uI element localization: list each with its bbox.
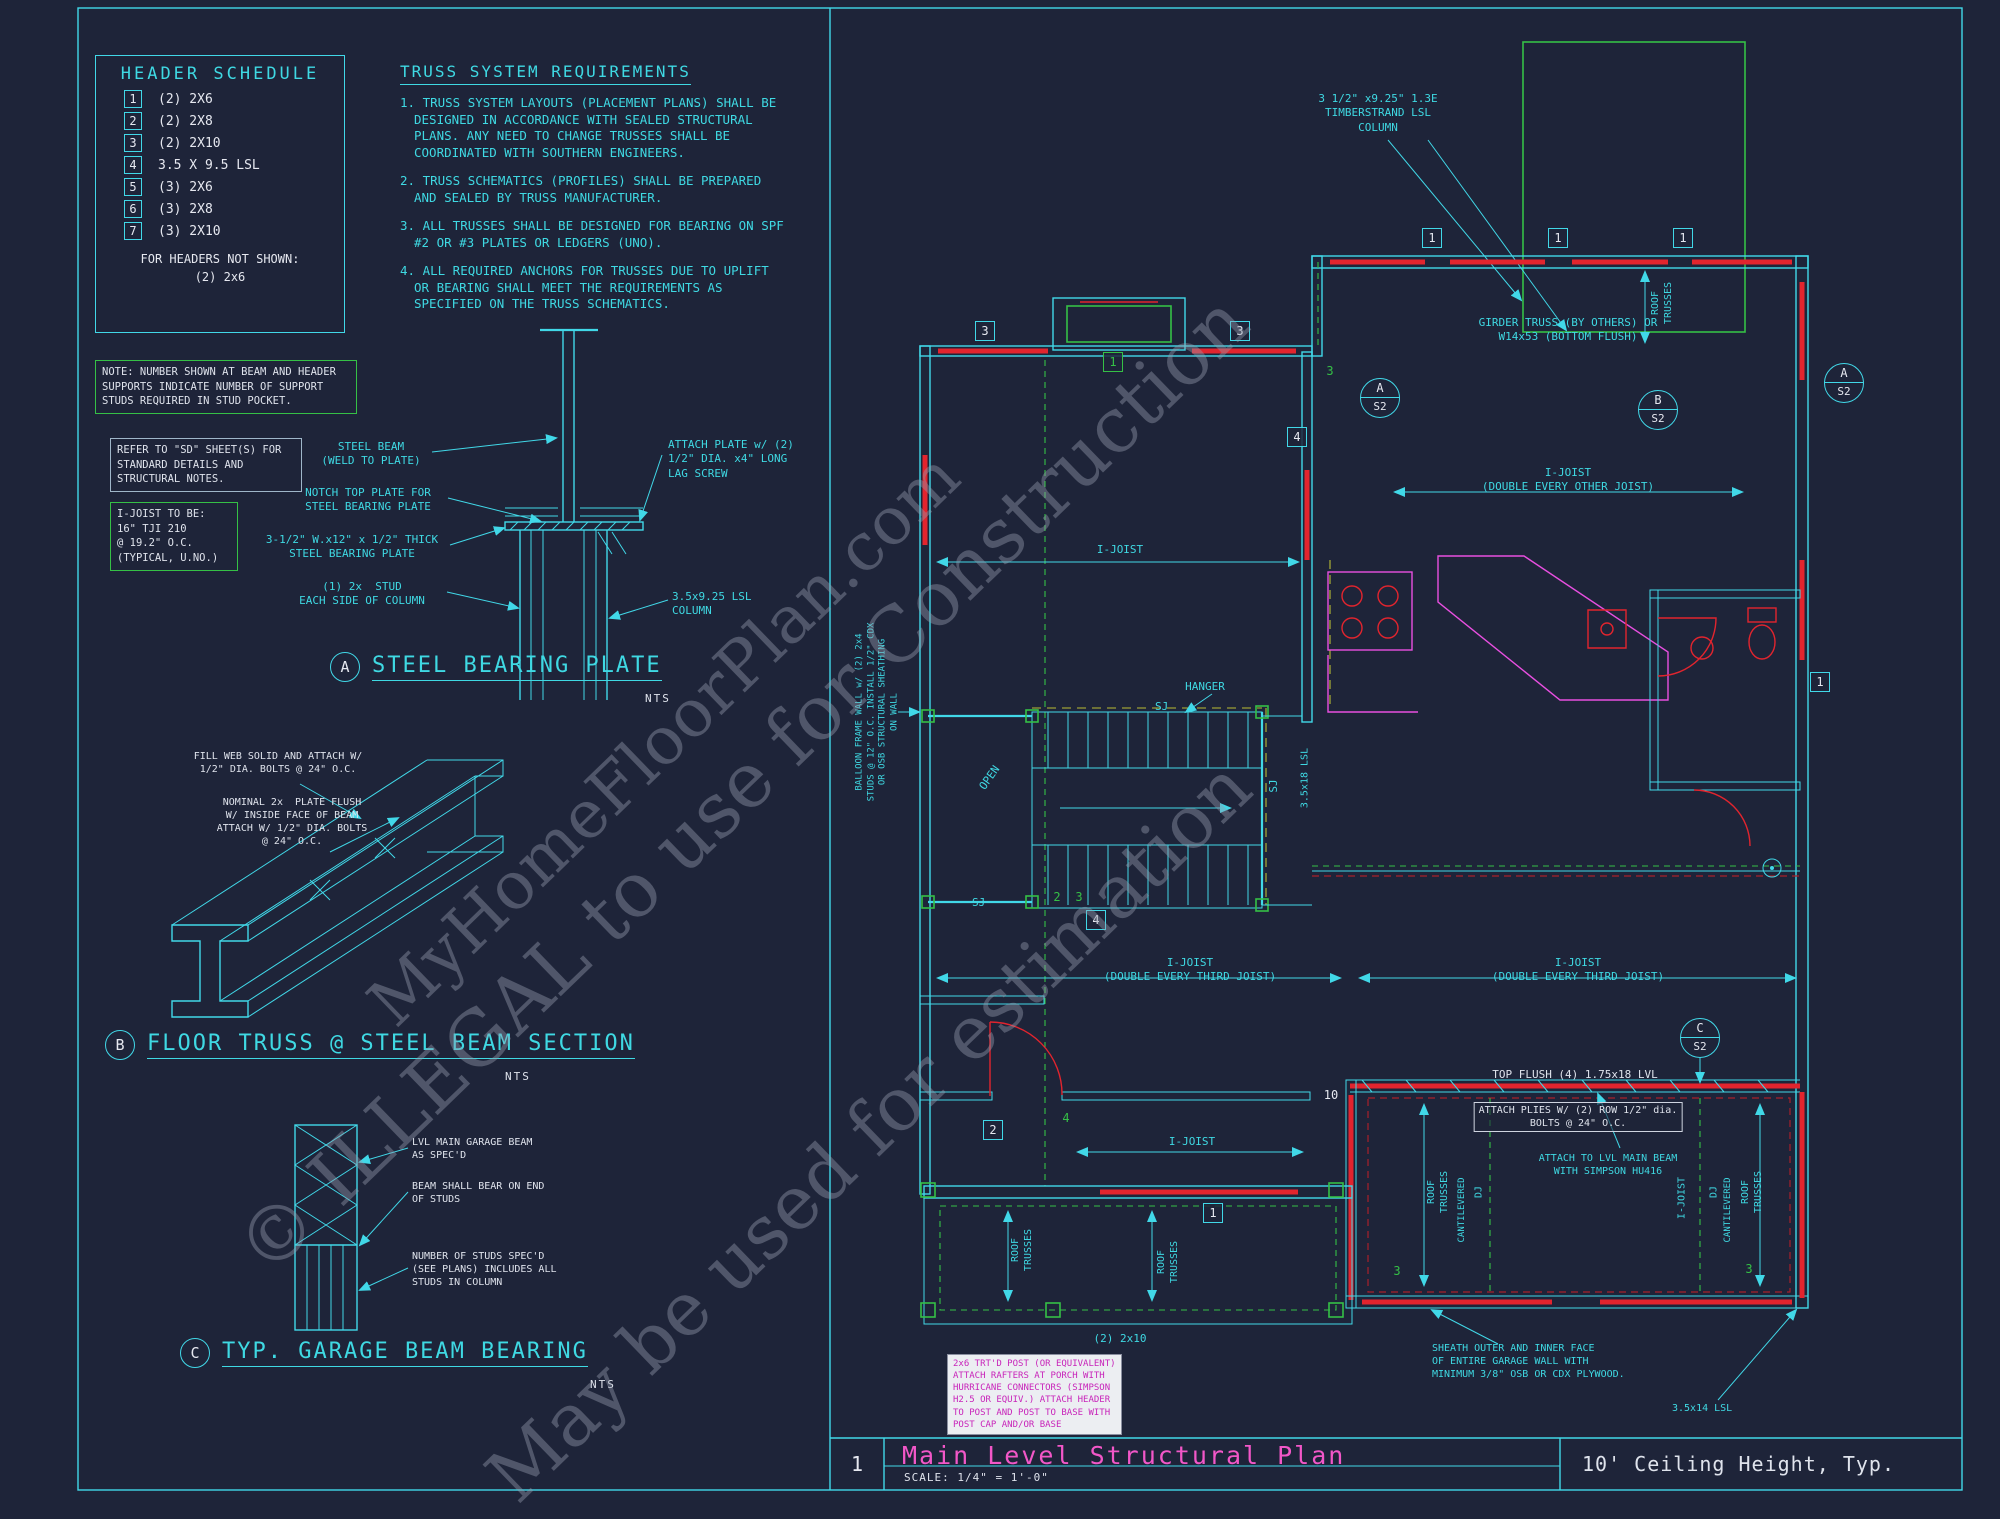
header-number: 2 bbox=[124, 112, 142, 130]
header-size: (3) 2X6 bbox=[158, 179, 213, 195]
truss-requirement-item: 1. TRUSS SYSTEM LAYOUTS (PLACEMENT PLANS… bbox=[400, 95, 777, 160]
sheet-number: 1 bbox=[850, 1452, 864, 1476]
truss-requirements-list: 1. TRUSS SYSTEM LAYOUTS (PLACEMENT PLANS… bbox=[400, 95, 790, 313]
ceiling-height-note: 10' Ceiling Height, Typ. bbox=[1582, 1452, 1895, 1476]
truss-requirements-title: TRUSS SYSTEM REQUIREMENTS bbox=[400, 62, 691, 85]
header-schedule: HEADER SCHEDULE 1 (2) 2X6 2 (2) 2X8 3 (2) 2X1… bbox=[95, 55, 345, 333]
detail-b-title-text: FLOOR TRUSS @ STEEL BEAM SECTION bbox=[147, 1031, 635, 1059]
header-schedule-footer-line1: FOR HEADERS NOT SHOWN: bbox=[140, 252, 300, 266]
sheet-borders bbox=[77, 7, 1963, 1491]
detail-c-drawing bbox=[294, 1124, 409, 1331]
header-size: (3) 2X10 bbox=[158, 223, 221, 239]
header-number: 1 bbox=[124, 90, 142, 108]
header-number: 6 bbox=[124, 200, 142, 218]
floor-plan-walls bbox=[898, 41, 1809, 1401]
detail-b-title: B FLOOR TRUSS @ STEEL BEAM SECTION bbox=[105, 1030, 635, 1060]
header-schedule-title: HEADER SCHEDULE bbox=[120, 64, 320, 84]
header-schedule-footer-line2: (2) 2x6 bbox=[194, 270, 246, 284]
header-schedule-row: 5 (3) 2X6 bbox=[124, 178, 334, 196]
detail-a-nts: NTS bbox=[645, 692, 671, 705]
sd-sheet-note: REFER TO "SD" SHEET(S) FOR STANDARD DETA… bbox=[110, 438, 302, 493]
header-schedule-rows: 1 (2) 2X6 2 (2) 2X8 3 (2) 2X10 4 3.5 X 9.5 LSL 5… bbox=[106, 90, 334, 240]
truss-requirement-item: 4. ALL REQUIRED ANCHORS FOR TRUSSES DUE … bbox=[400, 263, 769, 311]
detail-a-drawing bbox=[431, 328, 669, 700]
header-schedule-row: 1 (2) 2X6 bbox=[124, 90, 334, 108]
header-size: (3) 2X8 bbox=[158, 201, 213, 217]
header-schedule-row: 4 3.5 X 9.5 LSL bbox=[124, 156, 334, 174]
detail-b-drawing bbox=[171, 759, 504, 1018]
truss-requirement-item: 3. ALL TRUSSES SHALL BE DESIGNED FOR BEA… bbox=[400, 218, 784, 250]
header-schedule-row: 7 (3) 2X10 bbox=[124, 222, 334, 240]
detail-a-title: A STEEL BEARING PLATE bbox=[330, 652, 662, 682]
truss-requirements: TRUSS SYSTEM REQUIREMENTS 1. TRUSS SYSTE… bbox=[400, 62, 790, 325]
truss-requirement-item: 2. TRUSS SCHEMATICS (PROFILES) SHALL BE … bbox=[400, 173, 762, 205]
header-schedule-row: 2 (2) 2X8 bbox=[124, 112, 334, 130]
plan-title: Main Level Structural Plan bbox=[902, 1441, 1346, 1470]
detail-c-nts: NTS bbox=[590, 1378, 616, 1391]
header-size: 3.5 X 9.5 LSL bbox=[158, 157, 260, 173]
detail-a-bubble: A bbox=[330, 652, 360, 682]
detail-b-bubble: B bbox=[105, 1030, 135, 1060]
header-number: 4 bbox=[124, 156, 142, 174]
header-schedule-row: 6 (3) 2X8 bbox=[124, 200, 334, 218]
detail-c-title-text: TYP. GARAGE BEAM BEARING bbox=[222, 1339, 588, 1367]
header-size: (2) 2X8 bbox=[158, 113, 213, 129]
detail-a-title-text: STEEL BEARING PLATE bbox=[372, 653, 662, 681]
stud-pocket-note: NOTE: NUMBER SHOWN AT BEAM AND HEADER SU… bbox=[95, 360, 357, 415]
header-number: 5 bbox=[124, 178, 142, 196]
header-number: 3 bbox=[124, 134, 142, 152]
header-schedule-row: 3 (2) 2X10 bbox=[124, 134, 334, 152]
plan-scale: SCALE: 1/4" = 1'-0" bbox=[904, 1471, 1049, 1484]
header-size: (2) 2X10 bbox=[158, 135, 221, 151]
detail-c-title: C TYP. GARAGE BEAM BEARING bbox=[180, 1338, 588, 1368]
detail-c-bubble: C bbox=[180, 1338, 210, 1368]
ijoist-spec-note: I-JOIST TO BE: 16" TJI 210 @ 19.2" O.C. … bbox=[110, 502, 238, 571]
detail-b-nts: NTS bbox=[505, 1070, 531, 1083]
header-schedule-footer: FOR HEADERS NOT SHOWN: (2) 2x6 bbox=[106, 250, 334, 286]
header-number: 7 bbox=[124, 222, 142, 240]
header-size: (2) 2X6 bbox=[158, 91, 213, 107]
